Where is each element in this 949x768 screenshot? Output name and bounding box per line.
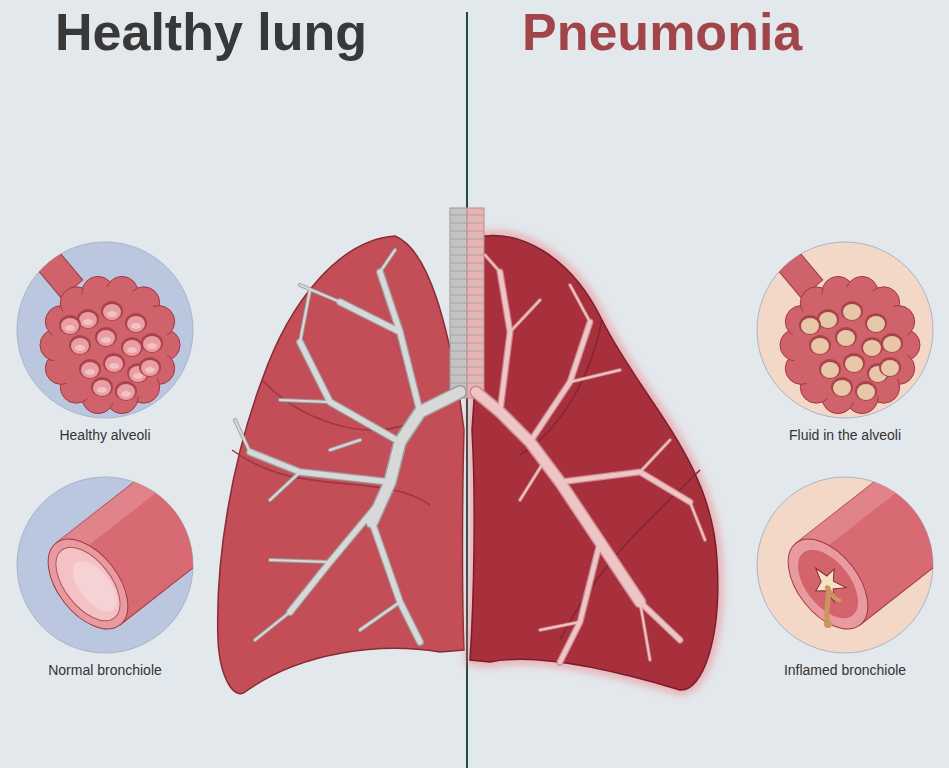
node-label: Inflamed bronchiole <box>750 662 940 678</box>
node-label: Normal bronchiole <box>10 662 200 678</box>
healthy-bronchi <box>235 250 460 642</box>
trachea <box>450 208 484 398</box>
node-label: Fluid in the alveoli <box>750 427 940 443</box>
alveoli-circle <box>750 237 940 423</box>
pneumonia-lung <box>470 236 718 691</box>
bronchiole-circle <box>750 472 940 658</box>
node-label: Healthy alveoli <box>10 427 200 443</box>
section-heading: Pneumonia <box>522 2 802 62</box>
section-heading: Healthy lung <box>55 2 367 62</box>
alveoli-circle <box>10 237 200 423</box>
bronchiole-node: Normal bronchiole <box>10 472 200 678</box>
pneumonia-bronchi <box>476 255 705 662</box>
alveoli-node: Fluid in the alveoli <box>750 237 940 443</box>
alveoli-node: Healthy alveoli <box>10 237 200 443</box>
bronchiole-circle <box>10 472 200 658</box>
bronchiole-node: Inflamed bronchiole <box>750 472 940 678</box>
healthy-lung <box>218 236 464 694</box>
